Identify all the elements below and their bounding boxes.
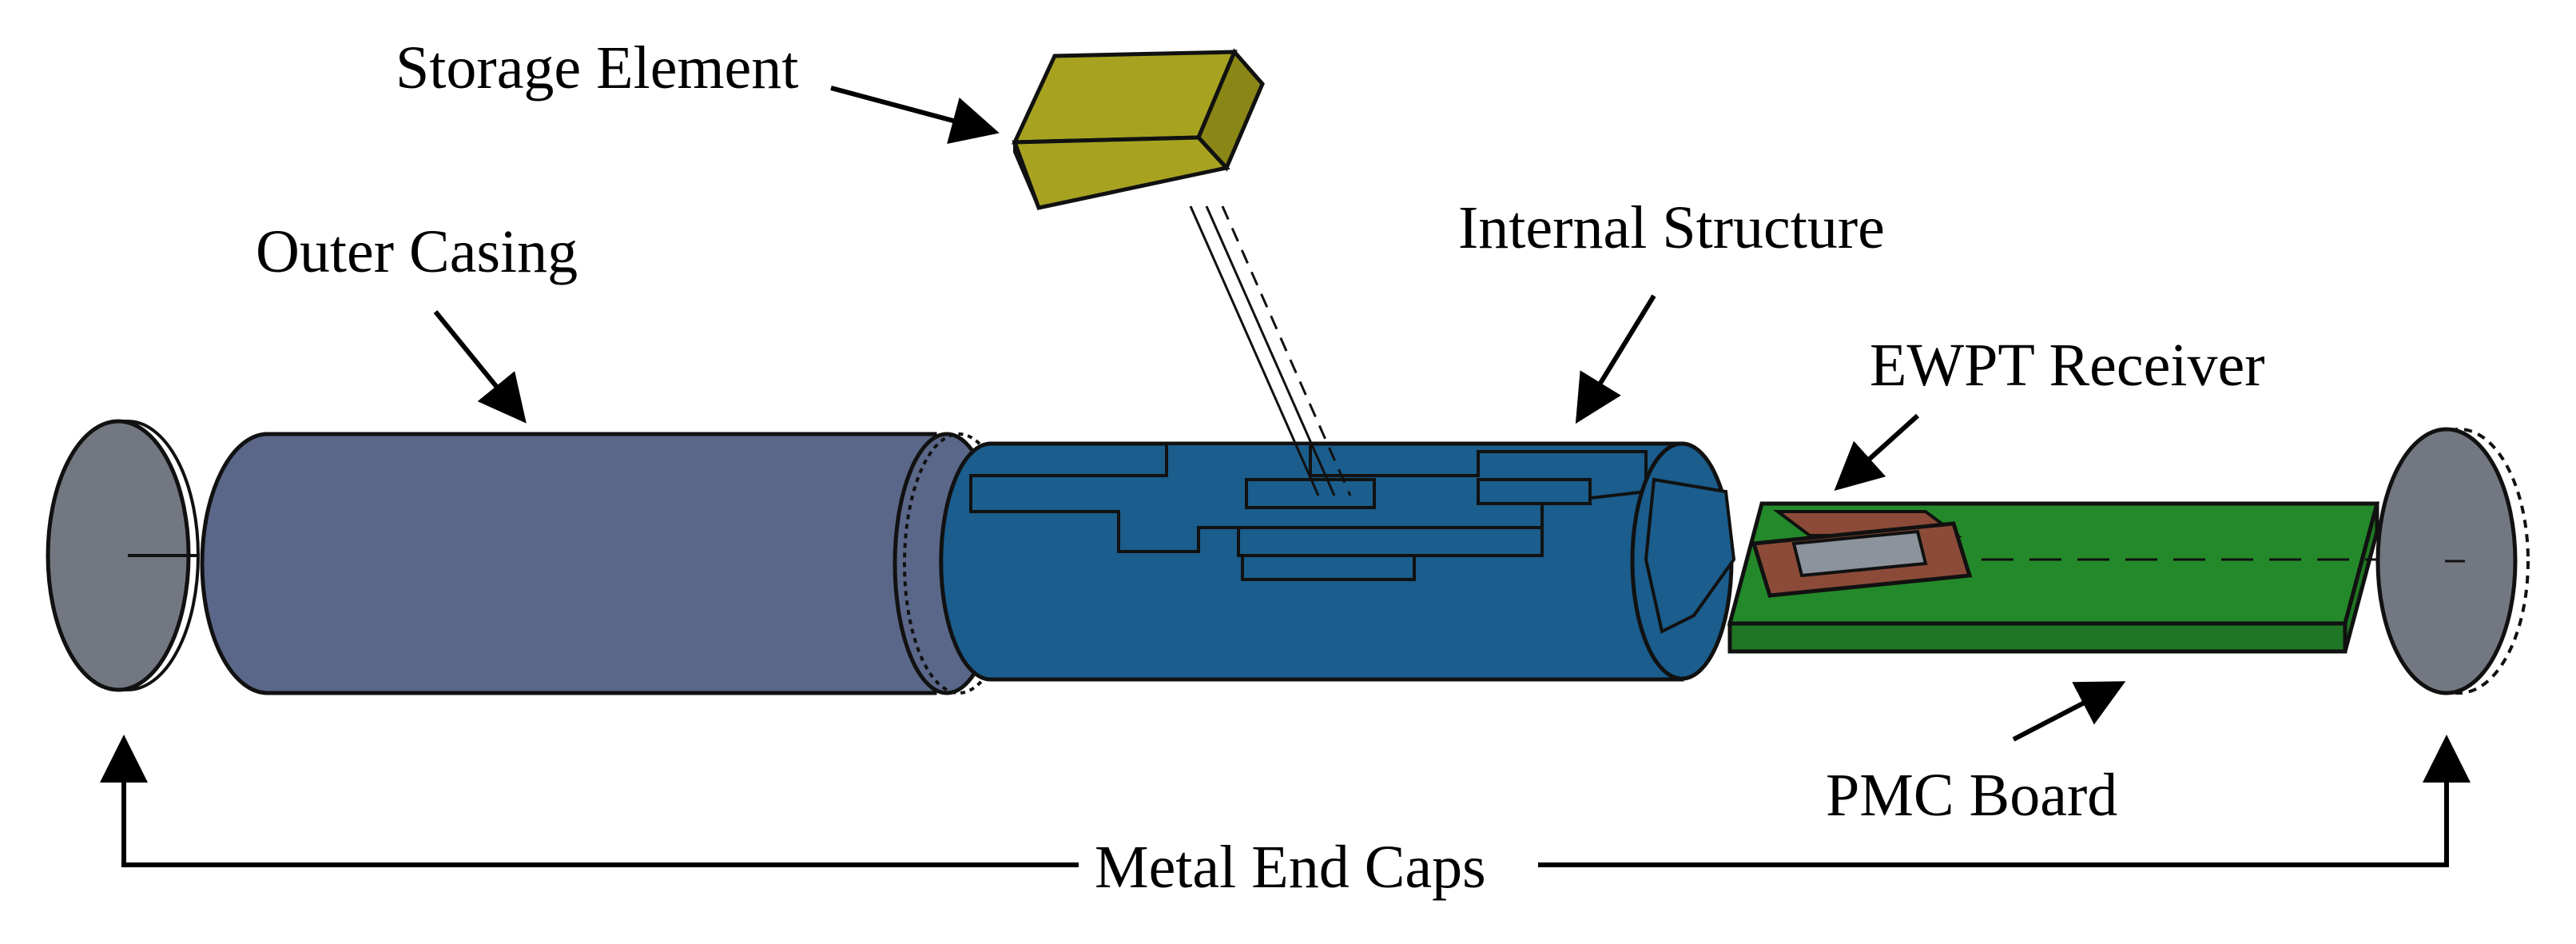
internal-structure <box>939 441 1736 682</box>
storage-element <box>1012 48 1265 210</box>
storage-guide-lines <box>1189 205 1352 496</box>
pmc-board-label: PMC Board <box>1826 762 2117 829</box>
right-end-cap <box>2375 427 2530 695</box>
outer-casing-label: Outer Casing <box>256 218 578 285</box>
left-end-cap <box>46 419 200 692</box>
ewpt-receiver <box>1751 510 1973 598</box>
storage-element-arrow <box>830 86 1000 144</box>
metal-end-caps-label: Metal End Caps <box>1095 834 1486 901</box>
label-arrows <box>433 86 2126 742</box>
storage-element-label: Storage Element <box>396 34 798 102</box>
ewpt-receiver-label: EWPT Receiver <box>1870 332 2265 399</box>
outer-casing <box>200 432 1015 695</box>
pmc-board-arrow <box>2012 681 2126 742</box>
ewpt-receiver-arrow <box>1834 413 1920 492</box>
internal-structure-label: Internal Structure <box>1458 194 1885 261</box>
pmc-board <box>1727 501 2437 654</box>
end-caps-bracket <box>100 735 2471 867</box>
internal-structure-arrow <box>1575 294 1656 424</box>
outer-casing-arrow <box>433 310 527 424</box>
